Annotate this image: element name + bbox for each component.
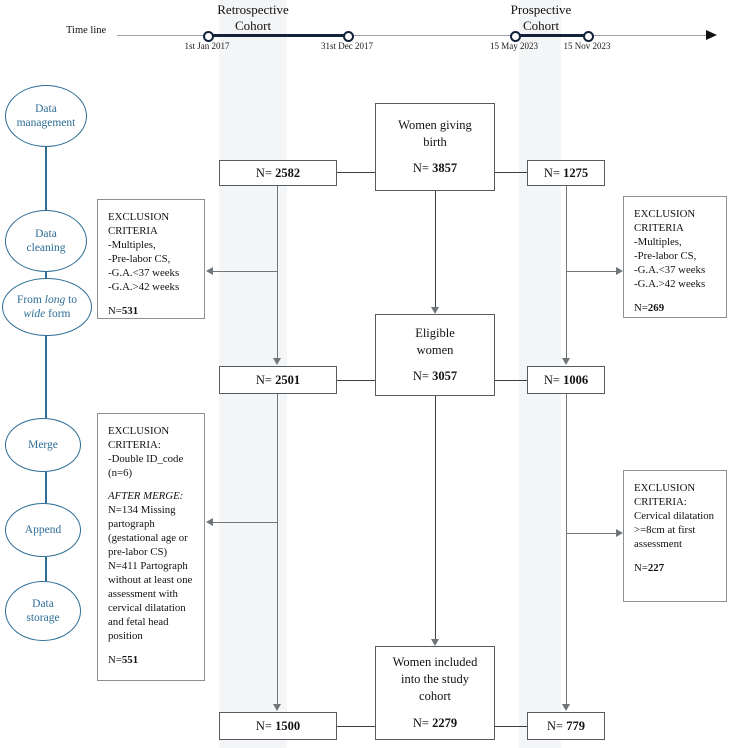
link-eligible-to-pro [495, 380, 527, 381]
link-pro2-to-exclusion [566, 533, 616, 534]
pipeline-node-label: Merge [28, 438, 58, 451]
count-box-pro-eligible: N= 1006 [527, 366, 605, 394]
timeline-tick-label-3: 15 May 2023 [490, 41, 538, 51]
arrow-pro2-to-exclusion [616, 529, 623, 537]
pipeline-node-label: Append [24, 523, 62, 536]
arrow-pro1-to-exclusion [616, 267, 623, 275]
timeline-axis [117, 35, 709, 36]
link-birth-to-eligible [435, 191, 436, 307]
exclusion-items: -Multiples,-Pre-labor CS,-G.A.<37 weeks-… [634, 236, 706, 291]
count-box-pro-birth: N= 1275 [527, 160, 605, 186]
arrow-eligible-to-included [431, 639, 439, 646]
box-count: N= 2501 [255, 372, 301, 387]
exclusion-count: N=227 [634, 562, 665, 575]
timeline-dot-1 [203, 31, 214, 42]
box-count: N= 1500 [255, 718, 301, 733]
exclusion-count: N=269 [634, 302, 665, 315]
arrow-pro1-to-pro2 [562, 358, 570, 365]
timeline-dot-2 [343, 31, 354, 42]
box-count: N= 779 [547, 718, 585, 733]
count-box-pro-included: N= 779 [527, 712, 605, 740]
link-birth-to-pro [495, 172, 527, 173]
arrow-pro2-to-pro3 [562, 704, 570, 711]
box-count: N= 1006 [543, 372, 589, 387]
pipeline-connector-1 [45, 147, 47, 210]
link-pro1-to-exclusion [566, 271, 616, 272]
timeline-segment-prospective [514, 33, 587, 37]
pipeline-connector-5 [45, 557, 47, 581]
exclusion-count: N=531 [108, 305, 139, 318]
arrow-retro1-to-exclusion [206, 267, 213, 275]
exclusion-count: N=551 [108, 654, 139, 667]
link-included-to-retro [337, 726, 375, 727]
link-retro1-branch [277, 186, 278, 271]
exclusion-items: -Double ID_code(n=6) [108, 453, 184, 480]
link-eligible-to-retro [337, 380, 375, 381]
count-box-retro-included: N= 1500 [219, 712, 337, 740]
arrow-retro2-to-retro3 [273, 704, 281, 711]
arrow-retro2-to-exclusion [206, 518, 213, 526]
timeline-tick-label-1: 1st Jan 2017 [184, 41, 230, 51]
timeline-dot-4 [583, 31, 594, 42]
timeline-caption: Time line [66, 25, 107, 36]
link-retro1-to-retro2 [277, 186, 278, 358]
link-retro2-to-exclusion [213, 522, 277, 523]
link-included-to-pro [495, 726, 527, 727]
box-count: N= 1275 [543, 165, 589, 180]
pipeline-node-merge[interactable]: Merge [5, 418, 81, 472]
box-count: N= 3857 [412, 161, 458, 176]
box-count: N= 3057 [412, 369, 458, 384]
arrow-birth-to-eligible [431, 307, 439, 314]
timeline-tick-label-4: 15 Nov 2023 [563, 41, 611, 51]
count-box-retro-birth: N= 2582 [219, 160, 337, 186]
link-pro2-to-pro3 [566, 394, 567, 704]
link-retro2-to-retro3 [277, 394, 278, 704]
link-retro1-to-exclusion [213, 271, 277, 272]
timeline-dot-3 [510, 31, 521, 42]
link-birth-to-retro [337, 172, 375, 173]
timeline-tick-label-2: 31st Dec 2017 [321, 41, 373, 51]
count-box-retro-eligible: N= 2501 [219, 366, 337, 394]
pipeline-connector-3 [45, 336, 47, 418]
link-pro1-to-pro2 [566, 186, 567, 358]
timeline-segment-retrospective [207, 33, 347, 37]
link-eligible-to-included [435, 396, 436, 639]
spacer [108, 480, 196, 489]
exclusion-items: -Multiples,-Pre-labor CS,-G.A.<37 weeks-… [108, 239, 180, 294]
exclusion-subheading: AFTER MERGE: [108, 490, 184, 503]
box-count: N= 2279 [412, 715, 458, 730]
arrow-retro1-to-retro2 [273, 358, 281, 365]
pipeline-connector-2 [45, 272, 47, 280]
pipeline-node-append[interactable]: Append [5, 503, 81, 557]
box-count: N= 2582 [255, 165, 301, 180]
pipeline-connector-4 [45, 472, 47, 503]
timeline-arrow-icon [706, 30, 717, 40]
